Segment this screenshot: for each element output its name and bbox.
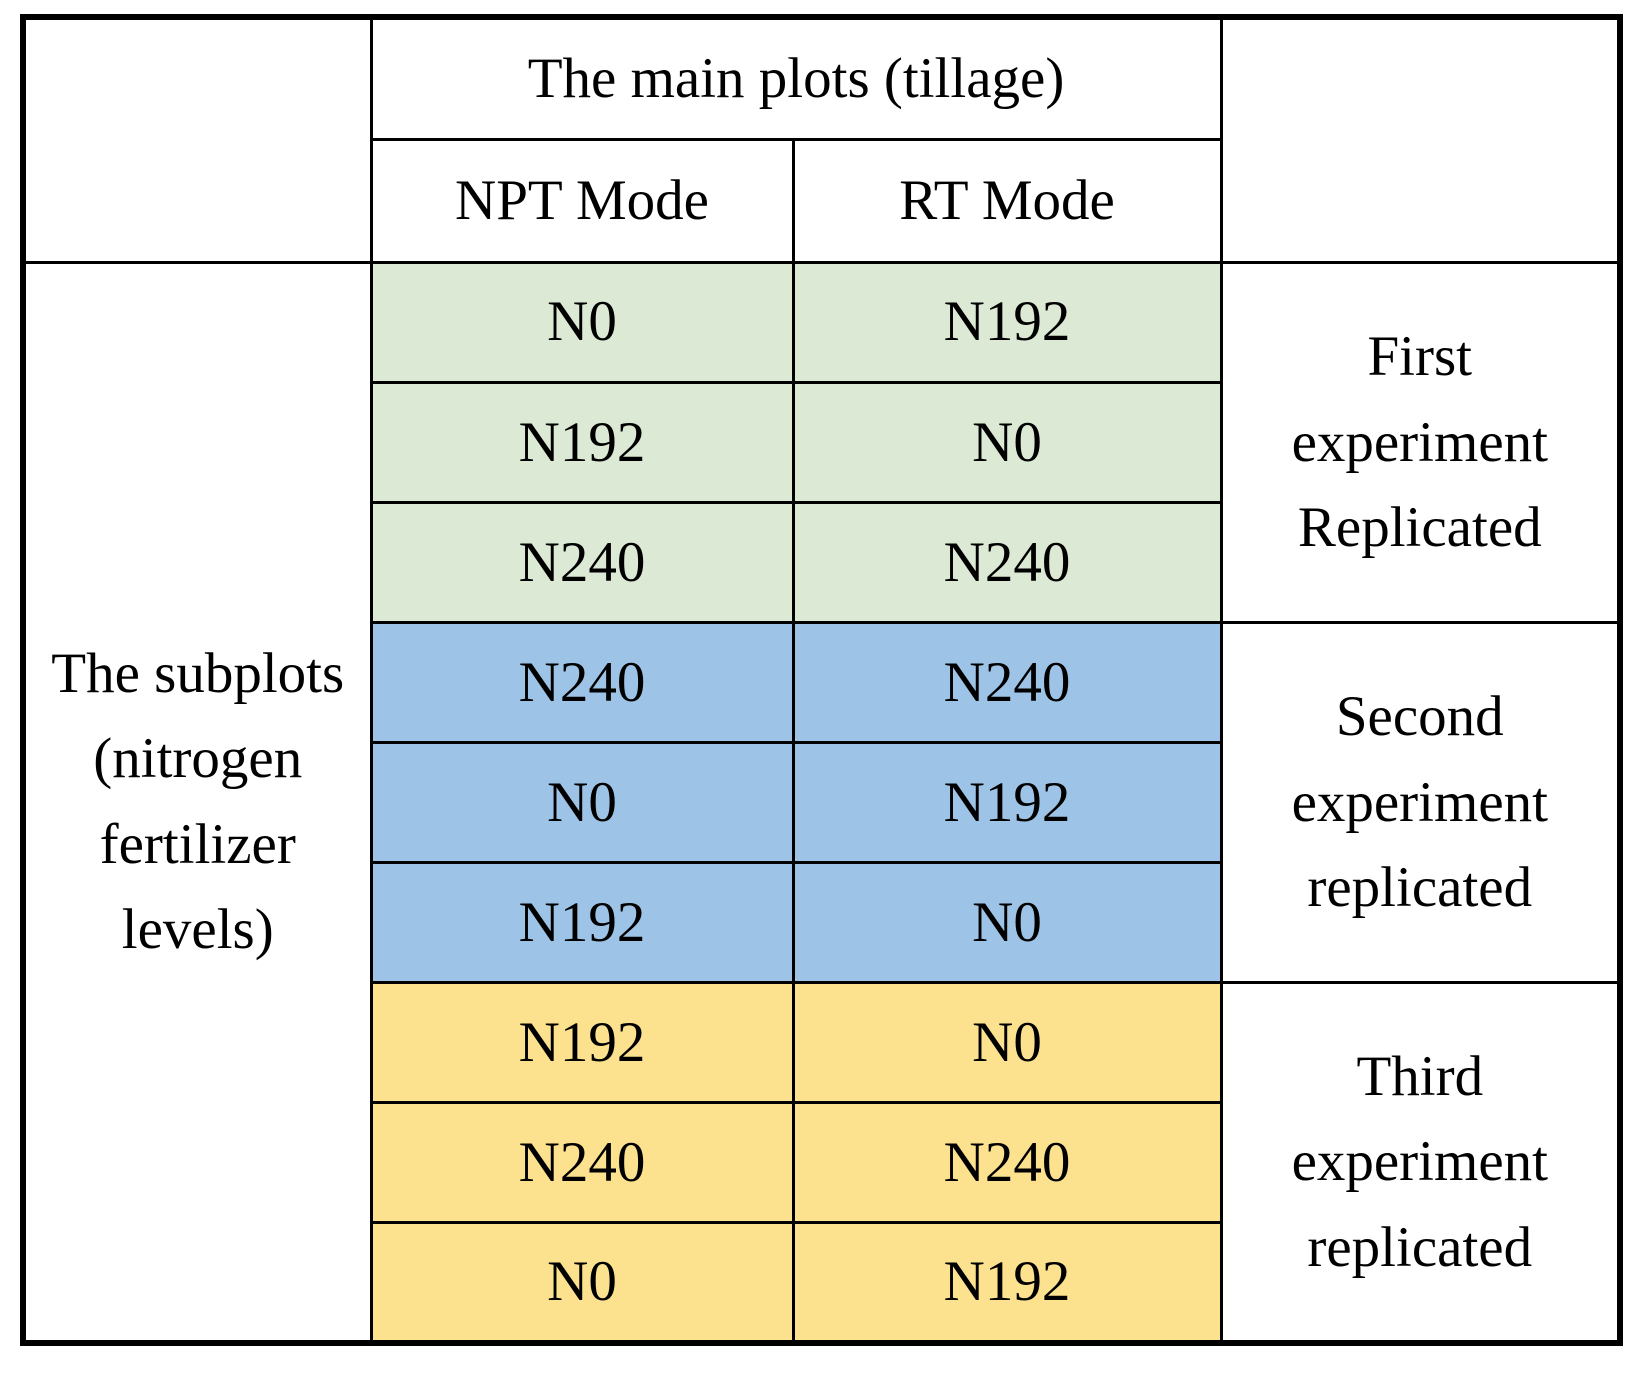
second-experiment-label-cell: Second experiment replicated [1219,620,1622,985]
table-row: N0 N192 [23,740,1620,865]
table-row: N0 N192 [23,1221,1620,1345]
third-experiment-label: Third experiment replicated [1291,1044,1548,1279]
nitrogen-cell: N240 [791,1101,1223,1225]
nitrogen-cell: N192 [369,380,795,504]
header-row-main-plots: The main plots (tillage) [21,15,1622,264]
table-row: N240 N240 Second experiment replicated [23,620,1622,985]
split-plot-design-table: The main plots (tillage) NPT Mode RT Mod… [20,14,1624,1346]
table-row: The subplots (nitrogen fertilizer levels… [21,260,1622,1345]
nitrogen-cell: N0 [369,740,795,865]
nitrogen-cell: N0 [369,1221,795,1345]
npt-mode-header-cell: NPT Mode [369,137,795,264]
subplots-row-header-label: The subplots (nitrogen fertilizer levels… [51,641,345,962]
npt-mode-header-label: NPT Mode [455,168,709,232]
header-row-modes: NPT Mode RT Mode [23,137,1620,264]
subplots-row-header-cell: The subplots (nitrogen fertilizer levels… [21,260,373,1345]
nitrogen-cell: N192 [791,260,1223,384]
nitrogen-cell: N192 [791,1221,1223,1345]
rt-mode-header-label: RT Mode [899,168,1115,232]
nitrogen-cell: N192 [369,861,795,985]
corner-blank-cell [21,15,373,264]
nitrogen-cell: N240 [791,500,1223,624]
first-experiment-label: First experiment Replicated [1291,325,1548,560]
nitrogen-cell: N240 [369,500,795,624]
first-experiment-label-cell: First experiment Replicated [1219,260,1622,624]
main-plots-header-cell: The main plots (tillage) [369,15,1223,141]
nitrogen-cell: N0 [791,981,1223,1105]
nitrogen-cell: N192 [369,981,795,1105]
third-experiment-label-cell: Third experiment replicated [1219,981,1622,1345]
main-plots-header-label: The main plots (tillage) [527,47,1065,111]
nitrogen-cell: N240 [791,620,1223,744]
table-row: N192 N0 [23,380,1620,504]
nitrogen-cell: N0 [369,260,795,384]
nitrogen-cell: N192 [791,740,1223,865]
nitrogen-cell: N0 [791,380,1223,504]
nitrogen-cell: N240 [369,1101,795,1225]
table-row: N240 N240 [23,500,1620,624]
rt-mode-header-cell: RT Mode [791,137,1223,264]
table-row: N240 N240 [23,1101,1620,1225]
nitrogen-cell: N240 [369,620,795,744]
right-blank-cell [1219,15,1622,264]
table-row: N192 N0 [23,861,1620,985]
table-row: N192 N0 Third experiment replicated [23,981,1622,1345]
second-experiment-label: Second experiment replicated [1291,685,1548,920]
nitrogen-cell: N0 [791,861,1223,985]
